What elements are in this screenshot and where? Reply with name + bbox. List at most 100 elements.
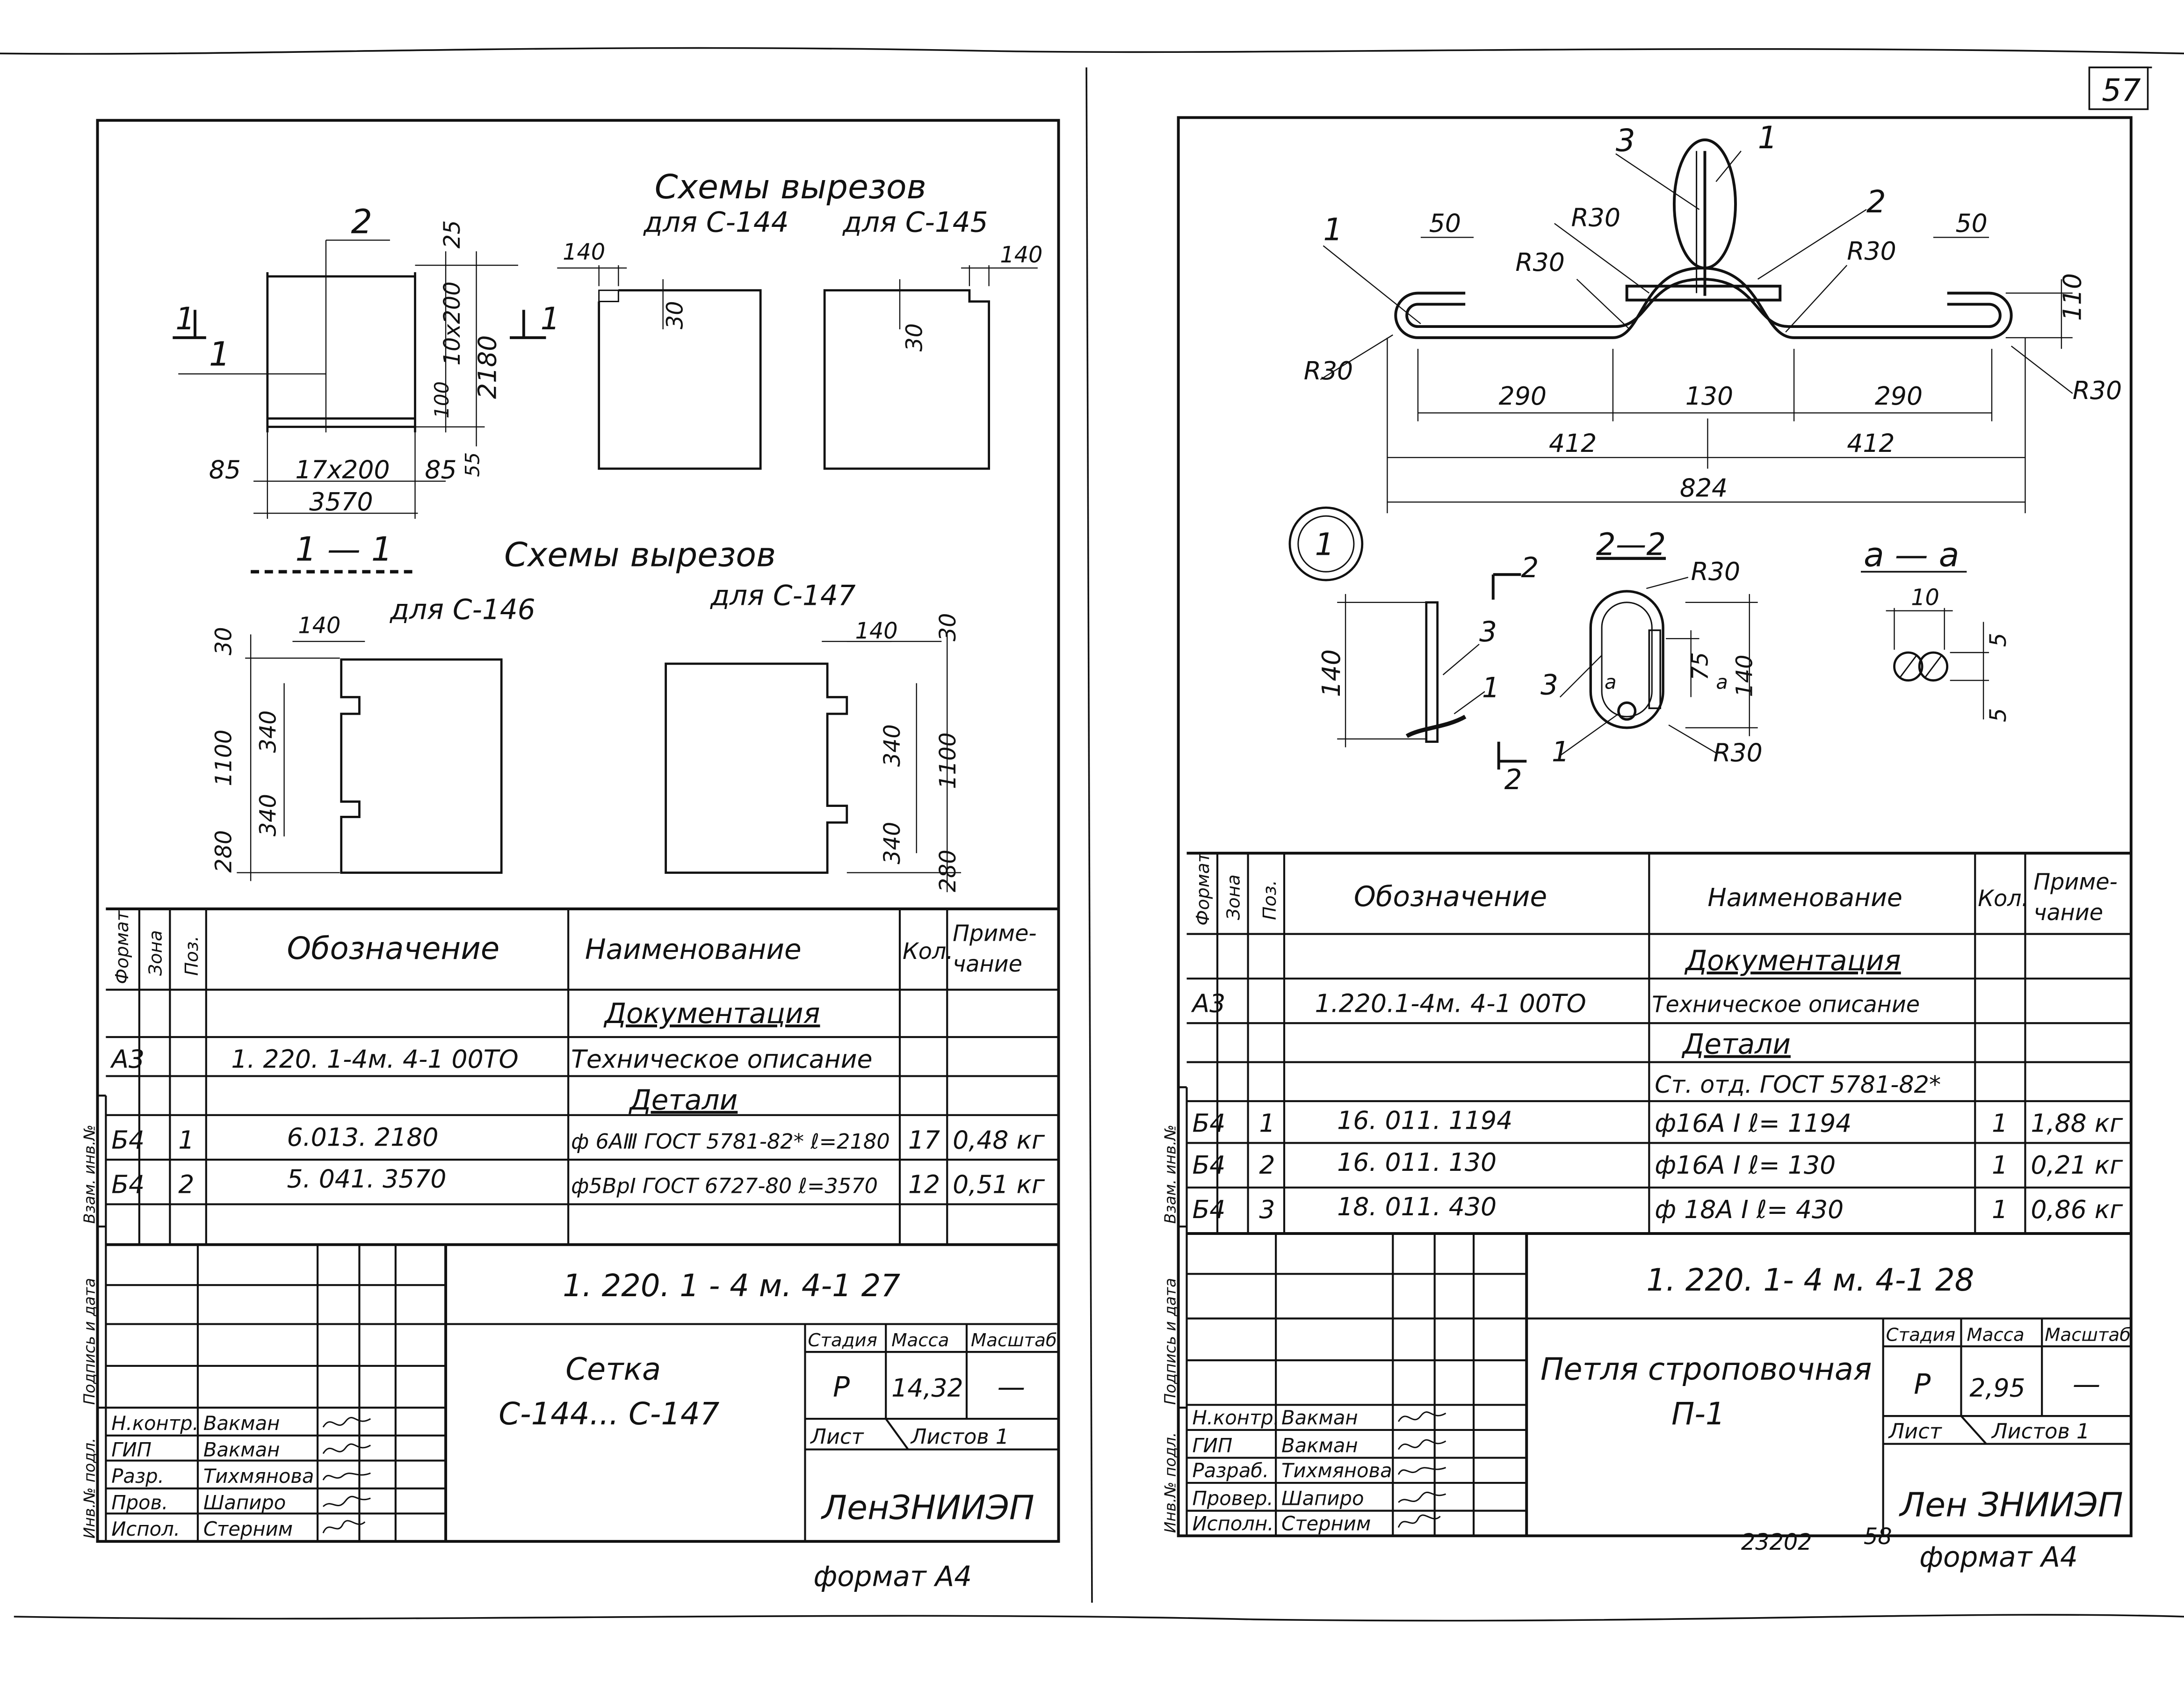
dim-25: 25	[440, 220, 465, 249]
c144-dim-140: 140	[563, 239, 605, 265]
r-side-label-inv: Инв.№ подл.	[1162, 1432, 1179, 1533]
right-spec-row6-designation: 18. 011. 430	[1337, 1192, 1497, 1221]
left-org: ЛенЗНИИЭП	[820, 1488, 1034, 1527]
right-sheet-label: Лист	[1888, 1419, 1943, 1444]
c146-dim-30: 30	[211, 627, 237, 655]
mesh-section-mark-left: 1	[175, 301, 195, 337]
right-frame	[1177, 116, 2133, 1538]
left-side-labels: Инв.№ подл. Подпись и дата Взам. инв.№	[81, 1125, 99, 1539]
right-spec-row4-pos: 1	[1259, 1109, 1275, 1138]
loop-dim-r30-e: R30	[2073, 376, 2122, 405]
left-role-4: Испол.	[111, 1517, 180, 1540]
section-2-2-dims: R30 3 а а 75 140 1 R30	[1540, 557, 1763, 768]
left-spec-h-qty: Кол.	[903, 939, 954, 965]
right-spec-h-format: Формат	[1193, 851, 1214, 925]
dim-17x200: 17x200	[295, 455, 390, 485]
right-spec-row5-note: 0,21 кг	[2031, 1150, 2123, 1180]
left-name-1: Вакман	[203, 1438, 280, 1461]
right-spec-row1-name: Техническое описание	[1652, 992, 1920, 1017]
mesh-drawing	[173, 239, 546, 573]
right-sheet: Инв.№ подл. Подпись и дата Взам. инв.№	[1162, 116, 2133, 1574]
right-name-4: Стерним	[1281, 1512, 1371, 1535]
right-spec-h-name: Наименование	[1707, 883, 1902, 912]
right-spec-table	[1186, 851, 2131, 1235]
right-spec-row5-qty: 1	[1992, 1150, 2008, 1180]
c146-dim-340-bottom: 340	[256, 794, 282, 836]
cutout-c146-c147-dims: 140 30 340 1100 340 280 140 30 340 1100 …	[211, 613, 961, 892]
left-sheets-label: Листов 1	[910, 1425, 1009, 1449]
right-spec-row3-name: Ст. отд. ГОСТ 5781-82*	[1655, 1071, 1941, 1098]
side-label-inv: Инв.№ подл.	[81, 1438, 99, 1539]
left-spec-row4-pos: 2	[178, 1170, 194, 1199]
right-title-content: 1. 220. 1- 4 м. 4-1 28 Петля строповочна…	[1192, 1263, 2131, 1535]
section-a-a-dims: 10 5 5	[1911, 585, 2011, 722]
left-spec-h-format: Формат	[112, 910, 133, 984]
right-spec-row6-format: Б4	[1192, 1195, 1225, 1224]
lifting-loop-dims: 3 1 1 2 50 R30 R30 R30 50 110 R30 R30 29…	[1304, 120, 2122, 503]
c146-dim-140: 140	[298, 613, 340, 639]
left-spec-row3-qty: 17	[908, 1125, 940, 1154]
dim-55: 55	[461, 452, 484, 477]
right-spec-content: Формат Зона Поз. Обозначение Наименовани…	[1191, 851, 2123, 1224]
section-a-a-drawing	[1861, 571, 1989, 719]
dim-85-right: 85	[425, 455, 456, 485]
left-spec-h-zone: Зона	[145, 930, 166, 976]
left-title-block	[106, 1244, 1059, 1542]
title-for-c145: для С-145	[842, 207, 988, 239]
loop-pos3-label: 3	[1616, 123, 1635, 159]
right-spec-row4-designation: 16. 011. 1194	[1337, 1106, 1512, 1135]
left-sheet-label: Лист	[810, 1425, 864, 1449]
c144-dim-30: 30	[662, 301, 688, 329]
left-spec-h-note2: чание	[953, 951, 1022, 977]
loop-dim-r30-a: R30	[1571, 203, 1620, 232]
node-1-circle-outer	[1288, 506, 1364, 581]
left-mass: 14,32	[891, 1373, 963, 1402]
right-spec-h-qty: Кол.	[1978, 886, 2029, 912]
right-role-2: Разраб.	[1192, 1459, 1269, 1482]
left-stage: Р	[833, 1371, 850, 1403]
left-spec-row3-designation: 6.013. 2180	[287, 1122, 439, 1152]
title-for-c144: для С-144	[643, 207, 789, 239]
sec22-r30-top: R30	[1691, 557, 1740, 586]
c147-dim-140: 140	[855, 618, 898, 644]
right-name-0: Вакман	[1281, 1406, 1358, 1429]
title-for-c146: для С-146	[390, 594, 535, 626]
left-signatures	[322, 1417, 371, 1533]
right-spec-h-note2: чание	[2033, 900, 2103, 926]
sec22-dim-75: 75	[1687, 652, 1713, 681]
right-role-3: Провер.	[1192, 1487, 1273, 1510]
right-spec-row5-designation: 16. 011. 130	[1337, 1147, 1497, 1177]
sec22-a-right: а	[1716, 670, 1728, 693]
node-1-circle-inner	[1297, 515, 1355, 573]
left-spec-h-note1: Приме-	[953, 921, 1036, 947]
loop-dim-110: 110	[2058, 273, 2087, 321]
left-name-0: Вакман	[203, 1412, 280, 1435]
c146-dim-280: 280	[211, 830, 237, 873]
node-pos1-label: 1	[1482, 672, 1500, 704]
c145-dim-30: 30	[902, 323, 928, 352]
right-col-scale: Масштаб	[2045, 1324, 2131, 1345]
loop-dim-130: 130	[1685, 381, 1733, 411]
sec22-r30-bottom: R30	[1713, 738, 1762, 767]
left-frame	[96, 119, 1060, 1543]
right-signatures	[1397, 1411, 1446, 1528]
left-role-2: Разр.	[111, 1465, 164, 1488]
loop-dim-412-right: 412	[1847, 428, 1895, 458]
dim-100: 100	[430, 381, 453, 419]
loop-dim-r30-d: R30	[1304, 356, 1353, 385]
title-for-c147: для С-147	[710, 580, 856, 612]
node-pos3-label: 3	[1479, 616, 1497, 648]
right-spec-row4-note: 1,88 кг	[2031, 1109, 2123, 1138]
section-2-2-title: 2—2	[1596, 527, 1666, 563]
left-spec-content: Формат Зона Поз. Обозначение Наименовани…	[110, 910, 1045, 1199]
mesh-dimensions: 2 1 1 1 25 10x200 2180 100 55 85 17x200 …	[175, 203, 560, 569]
right-doc-name-1: Петля строповочная	[1540, 1352, 1872, 1387]
left-spec-row4-qty: 12	[908, 1170, 940, 1199]
right-col-stage: Стадия	[1886, 1324, 1955, 1345]
right-spec-row0-name: Документация	[1684, 945, 1901, 977]
section-1-1: 1 — 1	[295, 530, 392, 568]
left-spec-row4-note: 0,51 кг	[953, 1170, 1045, 1199]
page-number-box	[2088, 66, 2149, 110]
left-doc-name-1: Сетка	[565, 1352, 661, 1387]
